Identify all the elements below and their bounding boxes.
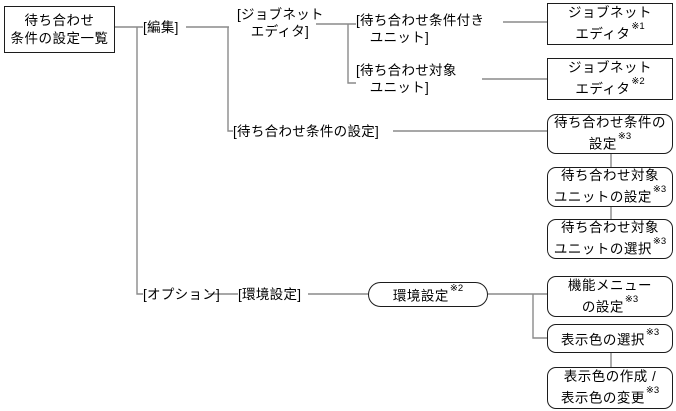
window-jobnet-editor-1: ジョブネット エディタ※1 bbox=[547, 3, 673, 45]
dialog-wait-cond-setting-label: 待ち合わせ条件の 設定※3 bbox=[554, 115, 666, 152]
dialog-color-select: 表示色の選択※3 bbox=[547, 324, 673, 353]
footnote-ref-1: ※1 bbox=[631, 21, 645, 33]
dialog-func-menu-setting: 機能メニュー の設定※3 bbox=[547, 276, 673, 317]
footnote-ref-3: ※3 bbox=[624, 293, 639, 305]
dialog-env-config: 環境設定※2 bbox=[368, 282, 488, 307]
menu-wait-cond-unit: [待ち合わせ条件付き ユニット] bbox=[356, 13, 485, 45]
dialog-wait-target-select: 待ち合わせ対象 ユニットの選択※3 bbox=[547, 219, 673, 259]
dialog-wait-target-setting-label: 待ち合わせ対象 ユニットの設定※3 bbox=[553, 168, 667, 205]
footnote-ref-2: ※2 bbox=[449, 282, 464, 294]
root-box: 待ち合わせ 条件の設定一覧 bbox=[4, 6, 115, 53]
footnote-ref-3: ※3 bbox=[652, 236, 667, 248]
dialog-env-config-label: 環境設定※2 bbox=[392, 282, 464, 304]
footnote-ref-3: ※3 bbox=[645, 326, 660, 338]
menu-jobnet-editor: [ジョブネット エディタ] bbox=[237, 7, 324, 39]
menu-wait-cond-setting: [待ち合わせ条件の設定] bbox=[233, 124, 380, 139]
menu-option: [オプション] bbox=[143, 287, 221, 302]
menu-edit: [編集] bbox=[143, 20, 179, 35]
dialog-wait-target-setting: 待ち合わせ対象 ユニットの設定※3 bbox=[547, 167, 673, 207]
menu-env-setting: [環境設定] bbox=[238, 287, 302, 302]
footnote-ref-3: ※3 bbox=[652, 184, 667, 196]
footnote-ref-3: ※3 bbox=[645, 385, 660, 397]
dialog-color-select-label: 表示色の選択※3 bbox=[560, 326, 660, 348]
dialog-color-create-change-label: 表示色の作成 / 表示色の変更※3 bbox=[560, 369, 660, 406]
dialog-wait-cond-setting: 待ち合わせ条件の 設定※3 bbox=[547, 114, 673, 154]
dialog-func-menu-setting-label: 機能メニュー の設定※3 bbox=[568, 277, 652, 315]
root-box-label: 待ち合わせ 条件の設定一覧 bbox=[10, 12, 109, 46]
menu-wait-target-unit: [待ち合わせ対象 ユニット] bbox=[356, 63, 457, 95]
window-jobnet-editor-1-label: ジョブネット エディタ※1 bbox=[568, 5, 652, 42]
window-jobnet-editor-2-label: ジョブネット エディタ※2 bbox=[568, 60, 652, 97]
window-jobnet-editor-2: ジョブネット エディタ※2 bbox=[547, 58, 673, 100]
dialog-color-create-change: 表示色の作成 / 表示色の変更※3 bbox=[547, 367, 673, 409]
footnote-ref-3: ※3 bbox=[617, 131, 632, 143]
footnote-ref-2: ※2 bbox=[631, 76, 645, 88]
dialog-wait-target-select-label: 待ち合わせ対象 ユニットの選択※3 bbox=[553, 220, 667, 257]
